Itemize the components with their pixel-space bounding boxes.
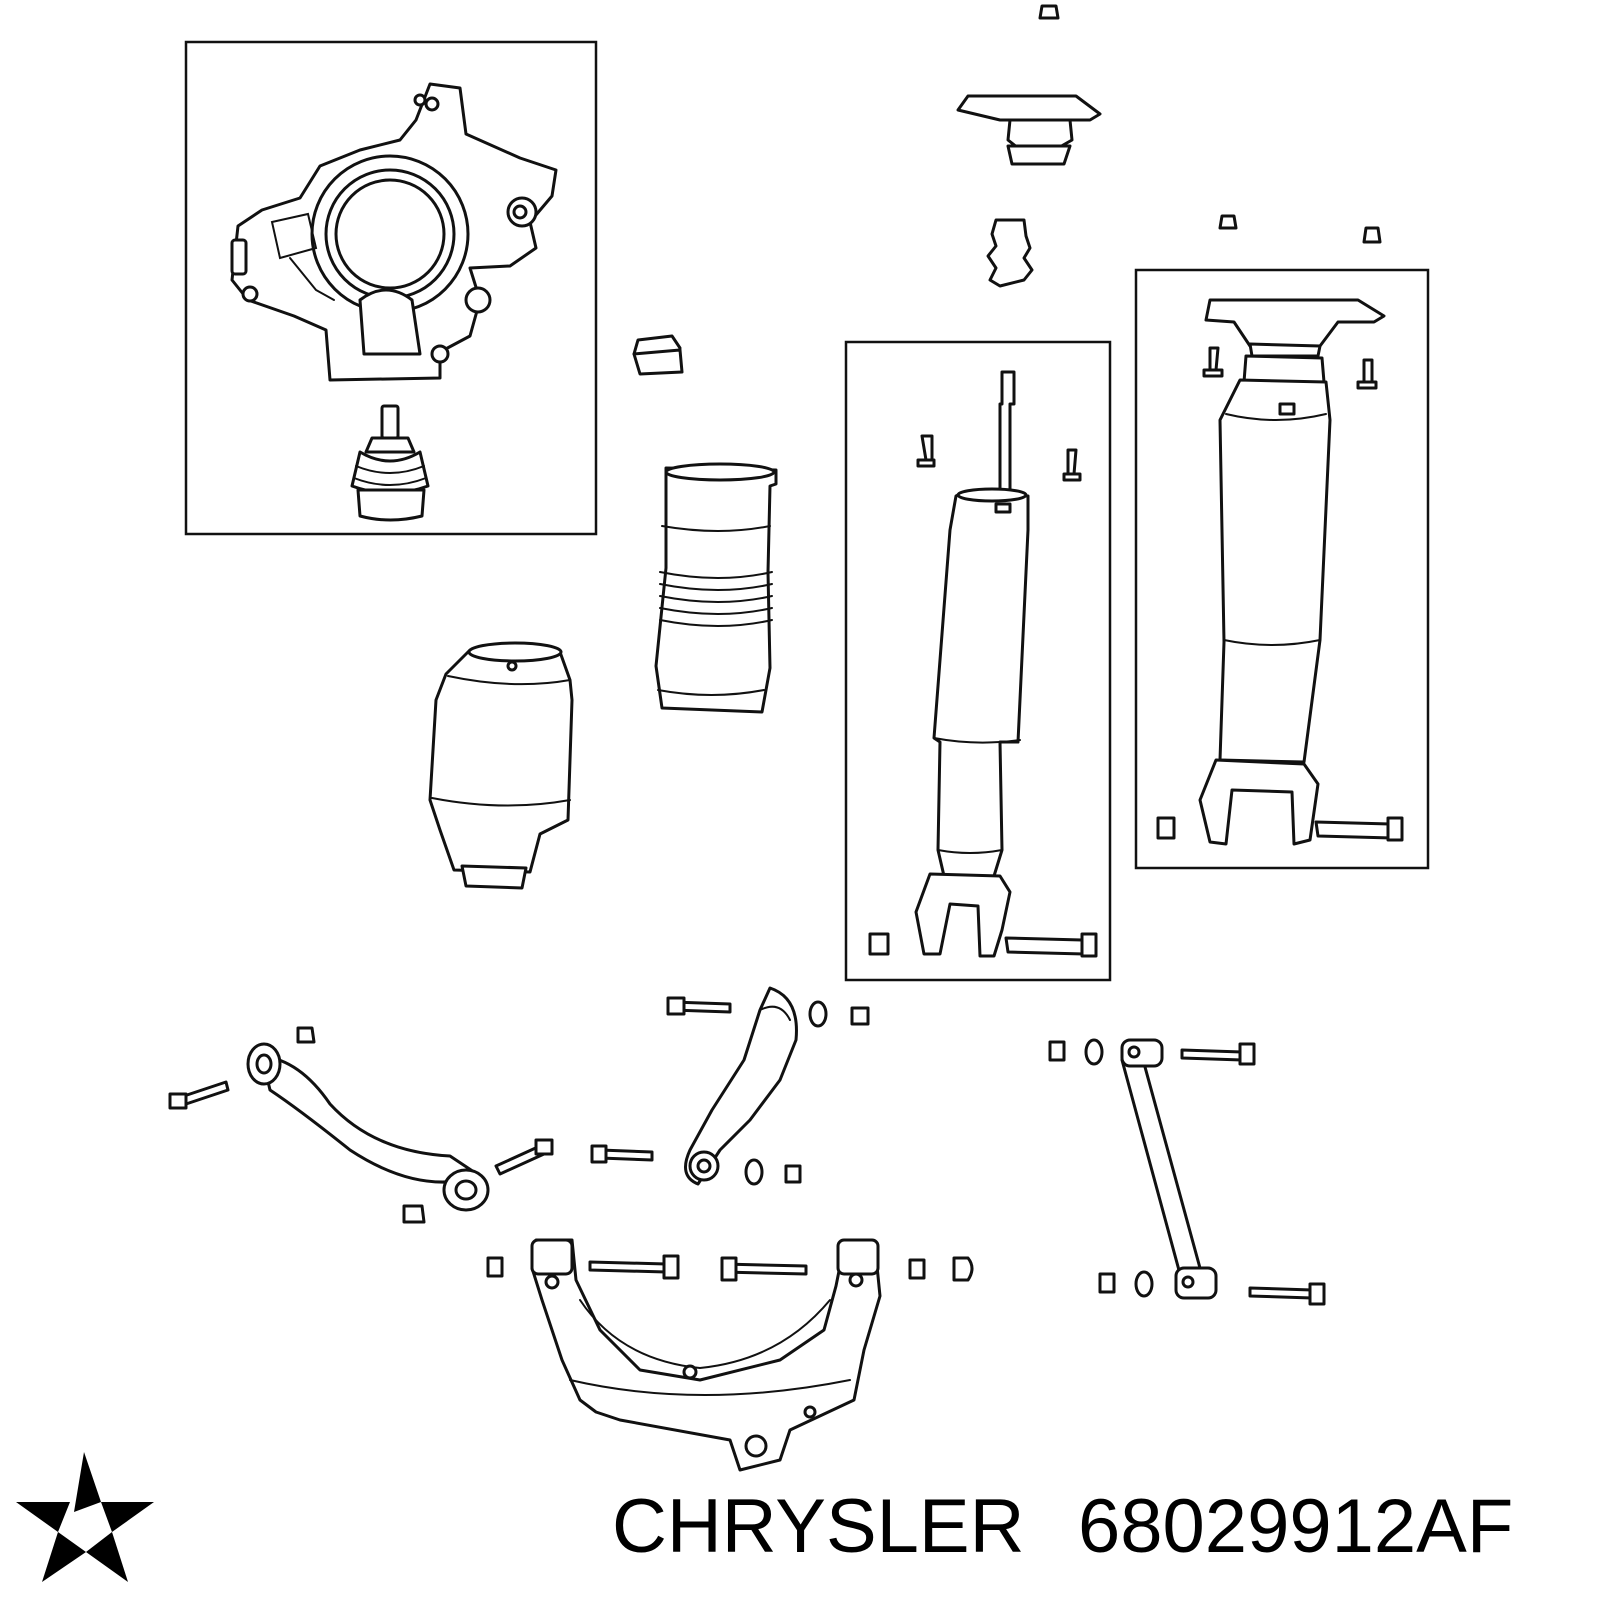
chrysler-pentastar-logo (16, 1452, 154, 1582)
upper-strut-mount (956, 94, 1102, 166)
upper-mount-stack (956, 4, 1382, 288)
jounce-bumper (986, 218, 1034, 288)
brand-name: CHRYSLER (612, 1484, 1025, 1569)
inset-frame-shock (844, 340, 1112, 982)
inset-frame-knuckle (184, 40, 598, 536)
mount-nut-right (1362, 226, 1382, 244)
caption: CHRYSLER 68029912AF (600, 1482, 1590, 1572)
shock-absorber-inset (844, 340, 1112, 982)
lower-control-arm (486, 1238, 974, 1472)
part-number: 68029912AF (1078, 1484, 1514, 1569)
pentastar-icon (16, 1452, 154, 1582)
steering-knuckle (230, 82, 558, 382)
dust-boot (654, 462, 778, 714)
rear-tension-link (590, 986, 870, 1186)
knuckle-hub-inset (184, 40, 598, 536)
mount-nut-left (1218, 214, 1238, 230)
lower-ball-joint (350, 404, 430, 522)
rear-trailing-link (168, 1026, 554, 1224)
air-spring (428, 641, 574, 890)
top-nut (1038, 4, 1060, 20)
rear-lateral-link (1048, 1038, 1326, 1306)
strut-assembly-inset (1134, 268, 1430, 870)
flange-nut (632, 334, 684, 376)
inset-frame-strut (1134, 268, 1430, 870)
